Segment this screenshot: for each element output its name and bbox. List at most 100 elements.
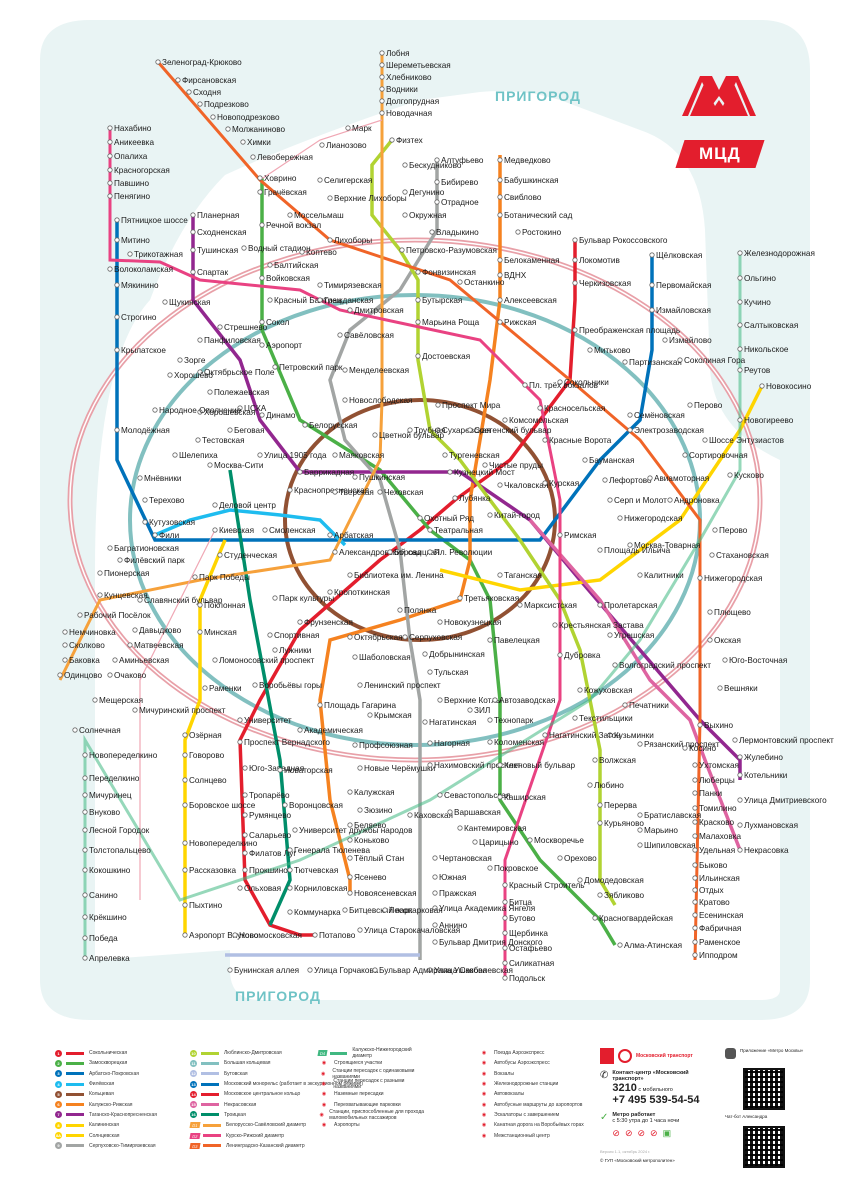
station-marker-icon[interactable] <box>402 189 408 195</box>
station-marker-icon[interactable] <box>527 837 533 843</box>
station[interactable]: Филатов Луг <box>242 849 297 858</box>
station-marker-icon[interactable] <box>502 882 508 888</box>
station[interactable]: Рабочий Посёлок <box>77 611 151 620</box>
station[interactable]: Румянцево <box>242 811 292 820</box>
station-marker-icon[interactable] <box>217 552 223 558</box>
station[interactable]: ЗИЛ <box>467 706 490 715</box>
station[interactable]: Красково <box>692 818 735 827</box>
station-marker-icon[interactable] <box>237 885 243 891</box>
station-marker-icon[interactable] <box>737 847 743 853</box>
station-marker-icon[interactable] <box>232 932 238 938</box>
station[interactable]: Каховская <box>407 811 453 820</box>
station-marker-icon[interactable] <box>737 346 743 352</box>
station[interactable]: Битца <box>502 898 533 907</box>
station[interactable]: Университет <box>237 716 292 725</box>
station-marker-icon[interactable] <box>357 927 363 933</box>
station-marker-icon[interactable] <box>427 762 433 768</box>
station-marker-icon[interactable] <box>692 952 698 958</box>
station-marker-icon[interactable] <box>637 572 643 578</box>
station-marker-icon[interactable] <box>692 777 698 783</box>
station-marker-icon[interactable] <box>582 457 588 463</box>
station-marker-icon[interactable] <box>662 337 668 343</box>
station-marker-icon[interactable] <box>82 867 88 873</box>
station-marker-icon[interactable] <box>487 739 493 745</box>
station-marker-icon[interactable] <box>347 789 353 795</box>
station[interactable]: Тушинская <box>190 246 238 255</box>
station-marker-icon[interactable] <box>277 767 283 773</box>
station-marker-icon[interactable] <box>242 812 248 818</box>
station-marker-icon[interactable] <box>372 967 378 973</box>
station[interactable]: Марк <box>345 124 372 133</box>
station[interactable]: Верхние Лихоборы <box>327 194 407 203</box>
station-marker-icon[interactable] <box>522 382 528 388</box>
station[interactable]: Чертановская <box>432 854 492 863</box>
station-marker-icon[interactable] <box>422 719 428 725</box>
station[interactable]: Театральная <box>427 526 483 535</box>
station-marker-icon[interactable] <box>107 672 113 678</box>
station-marker-icon[interactable] <box>259 412 265 418</box>
station-marker-icon[interactable] <box>397 607 403 613</box>
station[interactable]: Лесопарковая <box>382 906 443 915</box>
station-marker-icon[interactable] <box>447 469 453 475</box>
station-marker-icon[interactable] <box>497 572 503 578</box>
station-marker-icon[interactable] <box>367 712 373 718</box>
station-marker-icon[interactable] <box>417 515 423 521</box>
station[interactable]: Марксистская <box>517 601 577 610</box>
station-marker-icon[interactable] <box>272 595 278 601</box>
station-marker-icon[interactable] <box>587 347 593 353</box>
station-marker-icon[interactable] <box>467 707 473 713</box>
station[interactable]: Баррикадная <box>297 468 354 477</box>
station-marker-icon[interactable] <box>557 379 563 385</box>
station-marker-icon[interactable] <box>107 139 113 145</box>
station[interactable]: Пыхтино <box>182 901 223 910</box>
station-marker-icon[interactable] <box>317 282 323 288</box>
station-marker-icon[interactable] <box>182 777 188 783</box>
station-marker-icon[interactable] <box>667 497 673 503</box>
station[interactable]: Петровский парк <box>272 363 343 372</box>
station-marker-icon[interactable] <box>707 609 713 615</box>
station[interactable]: Красногорская <box>107 166 170 175</box>
station[interactable]: Смоленская <box>262 526 316 535</box>
station-marker-icon[interactable] <box>435 427 441 433</box>
station[interactable]: Александровский сад <box>332 548 422 557</box>
station-marker-icon[interactable] <box>557 652 563 658</box>
station-marker-icon[interactable] <box>142 519 148 525</box>
station-marker-icon[interactable] <box>262 527 268 533</box>
station-marker-icon[interactable] <box>497 762 503 768</box>
station[interactable]: Зюзино <box>357 806 393 815</box>
station[interactable]: Ильинская <box>692 874 740 883</box>
station[interactable]: Рязанский проспект <box>637 740 720 749</box>
station-marker-icon[interactable] <box>402 634 408 640</box>
station[interactable]: Новогиреево <box>737 416 794 425</box>
station[interactable]: Новомосковская <box>232 931 302 940</box>
station[interactable]: Преображенская площадь <box>572 326 680 335</box>
station[interactable]: Пл. Революции <box>427 548 492 557</box>
station-marker-icon[interactable] <box>692 899 698 905</box>
station[interactable]: Коптево <box>299 248 337 257</box>
station-marker-icon[interactable] <box>437 792 443 798</box>
station-marker-icon[interactable] <box>107 193 113 199</box>
station-marker-icon[interactable] <box>287 885 293 891</box>
station-marker-icon[interactable] <box>487 717 493 723</box>
station[interactable]: Ботанический сад <box>497 211 573 220</box>
station[interactable]: Панки <box>692 789 722 798</box>
station[interactable]: Прокшино <box>242 866 288 875</box>
station-marker-icon[interactable] <box>352 474 358 480</box>
station-marker-icon[interactable] <box>692 912 698 918</box>
station-marker-icon[interactable] <box>217 324 223 330</box>
station[interactable]: Митино <box>114 236 150 245</box>
station[interactable]: Физтех <box>389 136 423 145</box>
station[interactable]: Новопеределкино <box>182 839 258 848</box>
station[interactable]: Андроновка <box>667 496 720 505</box>
station[interactable]: Крымская <box>367 711 412 720</box>
station-marker-icon[interactable] <box>352 742 358 748</box>
station-marker-icon[interactable] <box>437 619 443 625</box>
station-marker-icon[interactable] <box>415 269 421 275</box>
station-marker-icon[interactable] <box>435 402 441 408</box>
station[interactable]: Белокаменная <box>497 256 560 265</box>
station[interactable]: Серпуховская <box>402 633 462 642</box>
station-marker-icon[interactable] <box>197 629 203 635</box>
station[interactable]: Перово <box>712 526 748 535</box>
station[interactable]: Южная <box>432 873 466 882</box>
station[interactable]: Генерала Тюленева <box>287 846 371 855</box>
